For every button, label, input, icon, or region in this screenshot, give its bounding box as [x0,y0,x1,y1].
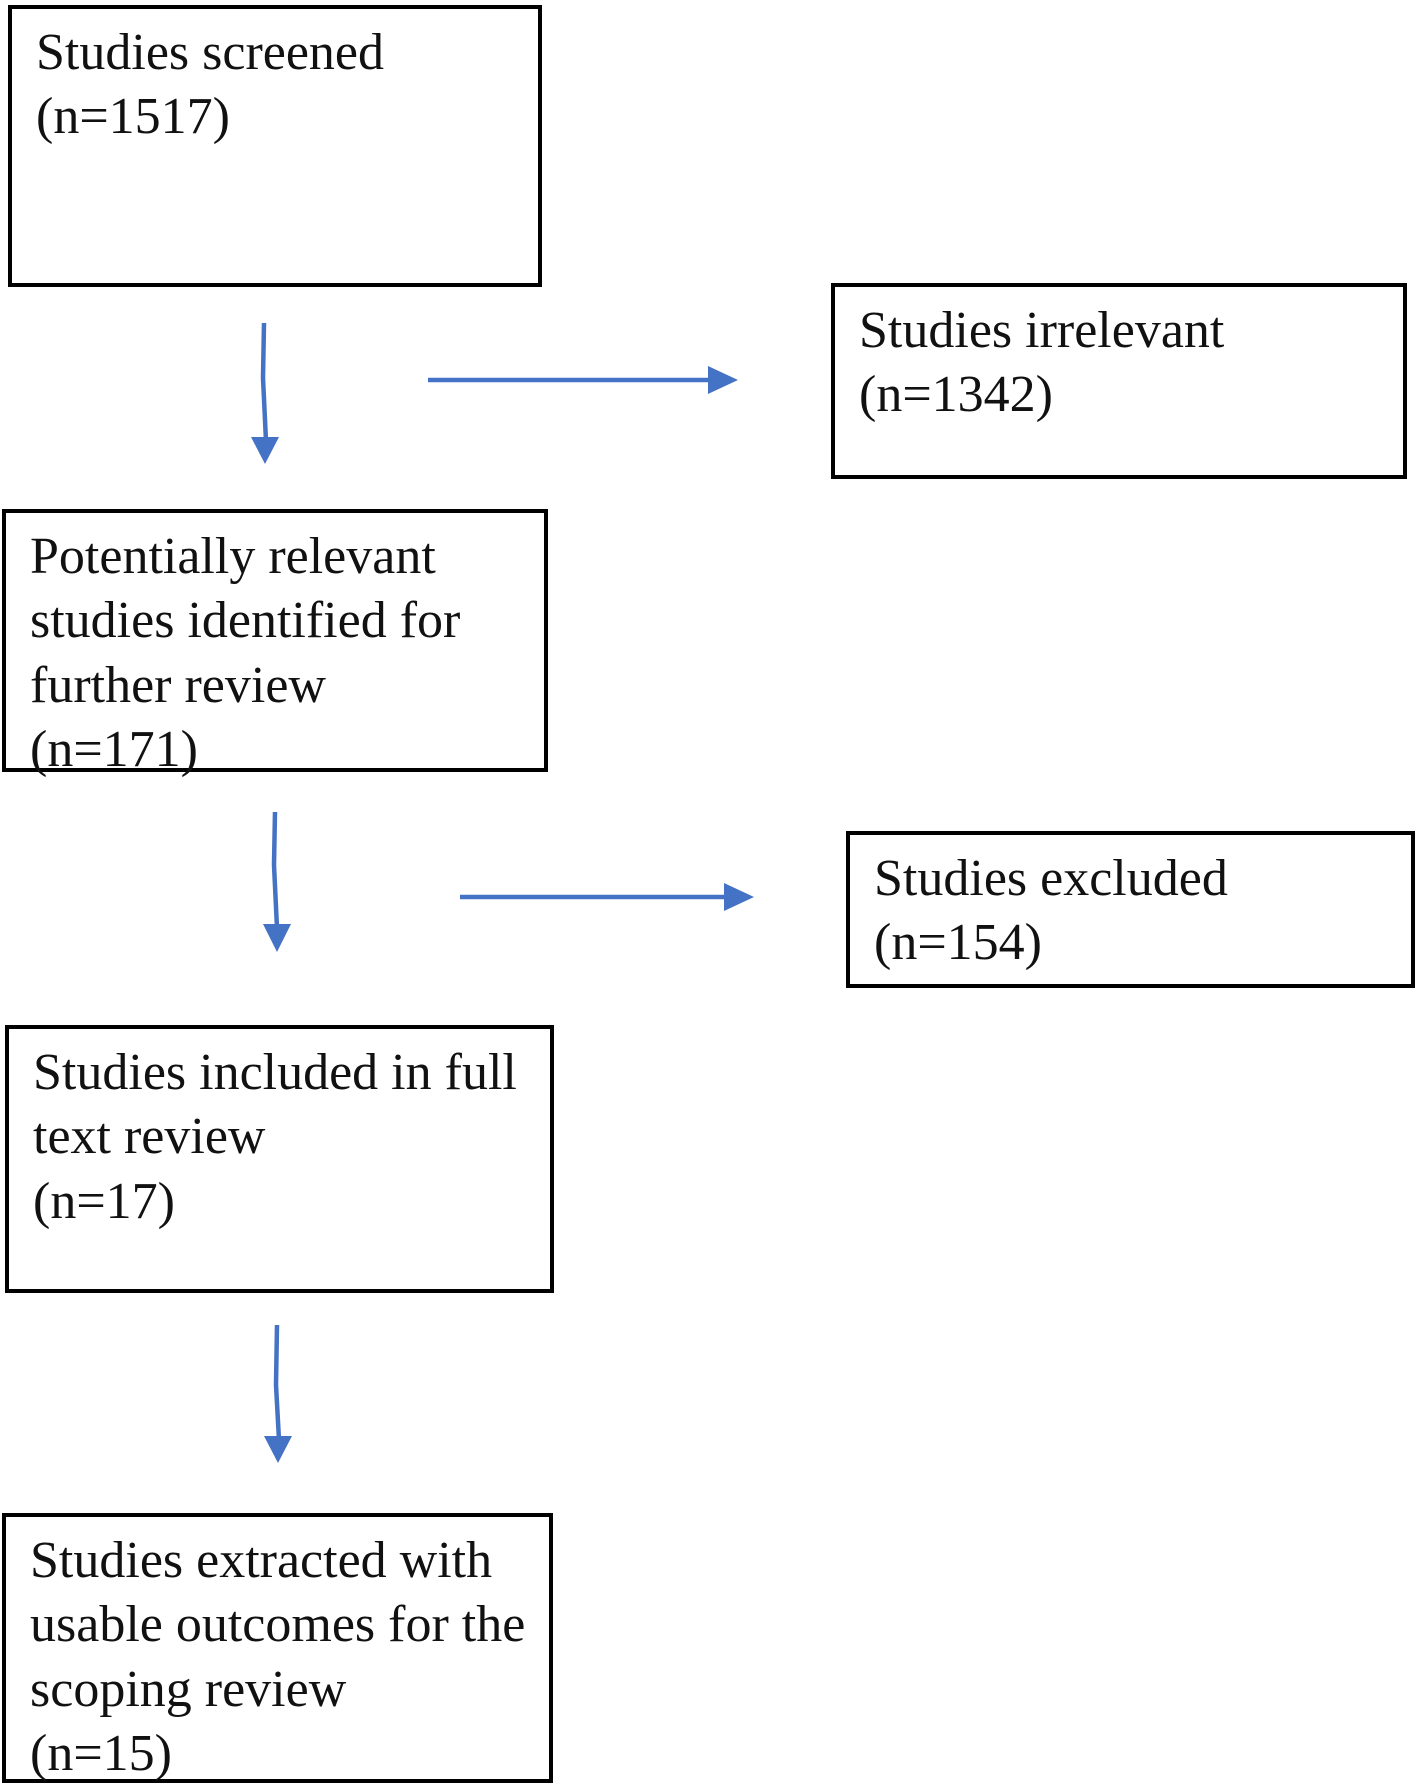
box-studies-excluded: Studies excluded (n=154) [846,831,1415,988]
box-studies-full-text-review-label: Studies included in full text review (n=… [33,1044,517,1230]
connector-arrow-relevant-to-excluded [460,883,754,911]
box-potentially-relevant-studies: Potentially relevant studies identified … [2,509,548,778]
box-studies-irrelevant: Studies irrelevant (n=1342) [831,283,1407,479]
box-studies-irrelevant-label: Studies irrelevant (n=1342) [859,302,1225,424]
box-studies-full-text-review: Studies included in full text review (n=… [5,1025,554,1293]
box-studies-screened-label: Studies screened (n=1517) [36,24,385,146]
connector-arrow-screened-to-relevant [251,322,279,464]
box-studies-extracted-usable-label: Studies extracted with usable outcomes f… [30,1532,526,1783]
box-studies-screened: Studies screened (n=1517) [8,5,542,287]
box-studies-excluded-label: Studies excluded (n=154) [874,850,1228,972]
box-potentially-relevant-studies-label: Potentially relevant studies identified … [30,528,461,779]
connector-arrow-screened-to-irrelevant [428,366,738,394]
box-studies-extracted-usable: Studies extracted with usable outcomes f… [2,1513,553,1783]
connector-arrow-fulltext-to-extracted [264,1324,292,1463]
connector-arrow-relevant-to-fulltext [263,811,291,952]
